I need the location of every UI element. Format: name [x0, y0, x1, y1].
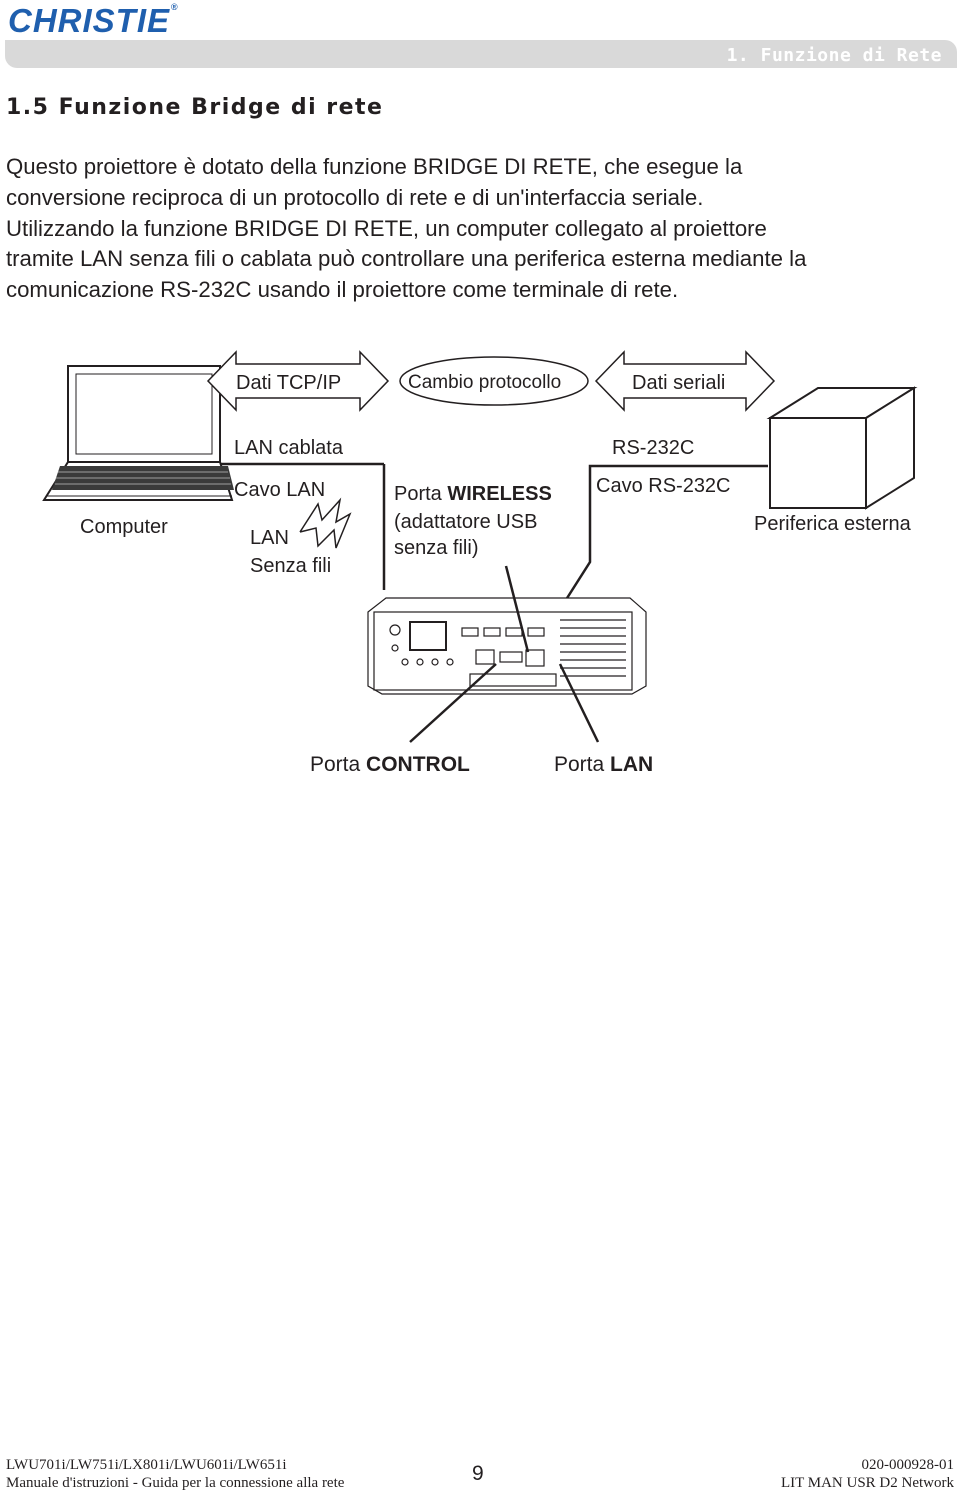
external-device-box-icon — [766, 386, 918, 510]
serial-data-arrow — [594, 350, 776, 412]
control-port-name: CONTROL — [366, 753, 470, 776]
section-title: 1.5 Funzione Bridge di rete — [6, 95, 384, 120]
footer-right: 020-000928-01 LIT MAN USR D2 Network — [781, 1456, 954, 1492]
logo-registered-mark: ® — [171, 2, 179, 12]
projector-rear-icon — [367, 597, 647, 695]
tcp-data-arrow — [206, 350, 390, 412]
lan-port-prefix: Porta — [554, 753, 605, 776]
lightning-icon — [299, 497, 352, 549]
rs232c-cable-label: Cavo RS-232C — [596, 475, 731, 497]
intro-line: comunicazione RS-232C usando il proietto… — [6, 277, 679, 303]
footer-manual-title: Manuale d'istruzioni - Guida per la conn… — [6, 1475, 345, 1491]
wired-lan-label: LAN cablata — [234, 437, 344, 459]
wireless-port-prefix: Porta — [394, 483, 443, 505]
protocol-change-ellipse — [399, 356, 589, 406]
page-number: 9 — [472, 1462, 484, 1485]
lan-cable-label: Cavo LAN — [234, 479, 325, 501]
christie-logo: CHRISTIE® — [8, 2, 179, 40]
lan-port-label: Porta LAN — [554, 753, 653, 776]
computer-label: Computer — [80, 516, 168, 538]
footer-doc-ref: LIT MAN USR D2 Network — [780, 1475, 954, 1491]
rs232c-label: RS-232C — [612, 437, 694, 459]
network-bridge-diagram: Computer Dati TCP/IP Cambio protocollo D… — [42, 350, 918, 776]
laptop-keys — [55, 471, 231, 485]
wireless-port-leader — [504, 565, 530, 653]
lan-port-leader — [558, 663, 600, 743]
intro-line: Questo proiettore è dotato della funzion… — [6, 154, 743, 179]
intro-paragraph: Questo proiettore è dotato della funzion… — [6, 152, 956, 306]
intro-line: conversione reciproca di un protocollo d… — [6, 184, 704, 210]
wireless-lan-label-2: Senza fili — [250, 555, 331, 577]
tcp-data-label: Dati TCP/IP — [236, 372, 341, 394]
section-label: 1. Funzione di Rete — [726, 45, 942, 66]
intro-line: Utilizzando la funzione BRIDGE DI RETE, … — [6, 215, 767, 241]
footer-left: LWU701i/LW751i/LX801i/LWU601i/LW651i Man… — [6, 1456, 344, 1492]
control-port-prefix: Porta — [310, 753, 361, 776]
control-port-leader — [409, 663, 497, 743]
footer-models: LWU701i/LW751i/LX801i/LWU601i/LW651i — [6, 1457, 287, 1473]
external-device-label: Periferica esterna — [754, 513, 912, 535]
laptop-icon — [42, 365, 234, 501]
wireless-port-label: Porta WIRELESS — [394, 483, 552, 505]
footer-doc-code: 020-000928-01 — [861, 1457, 955, 1473]
lan-port-name: LAN — [610, 753, 653, 776]
serial-data-label: Dati seriali — [632, 372, 725, 394]
wireless-port-line2: (adattatore USB — [394, 511, 537, 533]
wireless-port-name: WIRELESS — [447, 483, 551, 505]
protocol-change-label: Cambio protocollo — [408, 372, 561, 393]
wireless-lan-label-1: LAN — [250, 527, 289, 549]
logo-text: CHRISTIE — [8, 2, 171, 39]
header-bar — [5, 40, 957, 68]
rs232c-cable-line — [546, 464, 768, 629]
intro-line: tramite LAN senza fili o cablata può con… — [6, 246, 807, 272]
control-port-label: Porta CONTROL — [310, 753, 470, 776]
wireless-port-line3: senza fili) — [394, 537, 478, 559]
